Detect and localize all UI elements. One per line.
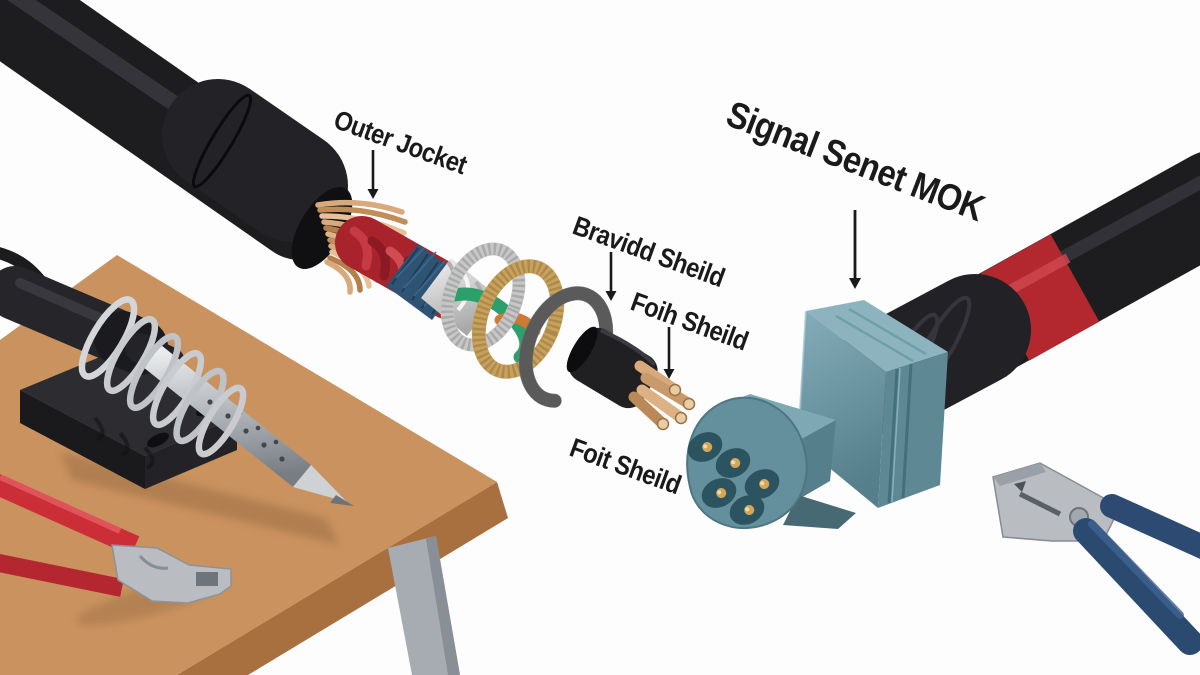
pliers-handle-highlight	[0, 474, 122, 534]
crimper-handle-upper	[1100, 494, 1200, 559]
iron-stand-front	[20, 390, 145, 489]
blue-braid-texture	[391, 247, 459, 315]
gold-braid-ring	[471, 259, 565, 379]
arrowhead-outer-jacket	[367, 189, 379, 199]
pliers-handle-lower	[0, 554, 124, 597]
ferrule-ridge	[191, 93, 253, 189]
wire-stripper-pliers	[0, 474, 232, 604]
cable-ferrule	[162, 79, 348, 242]
iron-tip	[330, 495, 354, 506]
crimper-handle-lower	[1073, 518, 1200, 655]
crimping-tool	[992, 462, 1200, 655]
iron-tip-cone	[293, 465, 347, 502]
pliers-handle-upper	[0, 474, 140, 556]
crimper-handle-highlight	[1088, 520, 1184, 619]
core-copper-rods	[628, 360, 694, 429]
nose-bottom-face	[783, 495, 856, 529]
gray-braid-ring	[518, 286, 614, 408]
cable-connector-assembly	[686, 152, 1200, 530]
rod-tips	[656, 383, 696, 431]
crimper-slot	[1018, 491, 1062, 517]
crimper-notch	[1014, 481, 1026, 492]
spring-shadow	[93, 416, 155, 470]
iron-stand-side	[145, 417, 237, 489]
groove-highlight	[891, 367, 901, 503]
connector-pins	[687, 432, 780, 525]
arrowhead-connector	[849, 278, 861, 289]
iron-spring	[78, 296, 247, 458]
soldering-iron	[0, 247, 354, 506]
stripped-cable	[0, 0, 696, 431]
table-front-edge	[177, 482, 508, 675]
red-band-highlight	[1007, 253, 1071, 295]
inner-core-jacket	[566, 326, 658, 409]
pliers-slot	[196, 572, 218, 586]
pliers-joint-line	[138, 554, 169, 570]
silver-braid-ring	[440, 242, 526, 352]
table-leg-shade	[426, 536, 460, 675]
stand-hole	[147, 432, 169, 448]
top-face-grooves	[835, 307, 927, 363]
signal-connector	[686, 300, 948, 530]
connector-right-face	[878, 352, 948, 508]
front-grooves	[887, 363, 913, 504]
arrowhead-braided-shield	[605, 291, 617, 301]
arrowhead-foil-shield	[663, 369, 675, 379]
crimper-jaw-top	[993, 463, 1046, 486]
